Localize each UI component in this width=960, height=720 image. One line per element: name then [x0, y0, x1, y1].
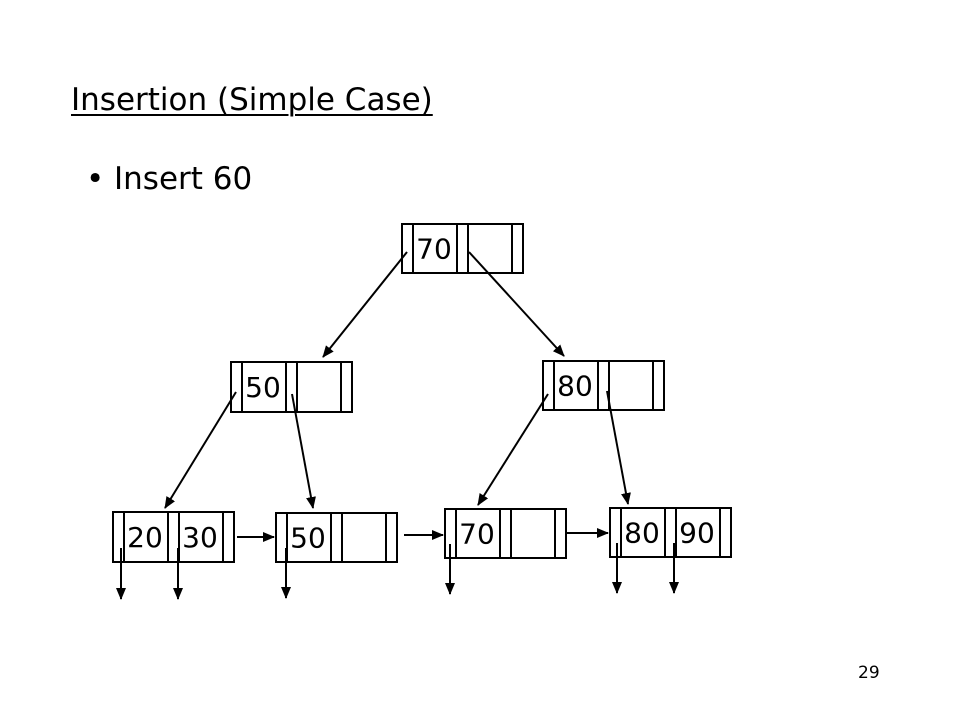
- leaf-node-4: 80 90: [609, 507, 732, 558]
- node-key: 80: [624, 517, 660, 550]
- leaf-node-3: 70: [444, 508, 567, 559]
- slide-title: Insertion (Simple Case): [71, 82, 433, 118]
- node-border: [401, 223, 524, 274]
- node-key: 80: [557, 370, 593, 403]
- edge-root-to-right: [468, 251, 565, 357]
- edge-root-to-left: [322, 251, 408, 358]
- node-border: [542, 360, 665, 411]
- node-key: 90: [679, 517, 715, 550]
- edges-layer: [116, 251, 679, 600]
- bullet-dot: •: [86, 161, 105, 197]
- internal-node-left: 50: [230, 361, 353, 413]
- edge-right-to-leaf4: [606, 390, 631, 505]
- bullet-item: •Insert 60: [86, 159, 252, 199]
- node-border: [112, 511, 235, 563]
- node-border: [230, 361, 353, 413]
- node-key: 50: [245, 371, 281, 404]
- bullet-text: Insert 60: [114, 161, 253, 197]
- node-border: [275, 512, 398, 563]
- edge-right-to-leaf3: [477, 393, 549, 506]
- root-node: 70: [401, 223, 524, 274]
- node-key: 20: [127, 521, 163, 554]
- edge-left-to-leaf1: [164, 391, 237, 509]
- node-key: 30: [182, 521, 218, 554]
- edge-left-to-leaf2: [291, 393, 316, 509]
- internal-node-right: 80: [542, 360, 665, 411]
- node-key: 70: [416, 233, 452, 266]
- leaf-node-2: 50: [275, 512, 398, 563]
- node-key: 70: [459, 518, 495, 551]
- node-border: [444, 508, 567, 559]
- node-border: [609, 507, 732, 558]
- node-key: 50: [290, 522, 326, 555]
- page-number: 29: [858, 663, 880, 683]
